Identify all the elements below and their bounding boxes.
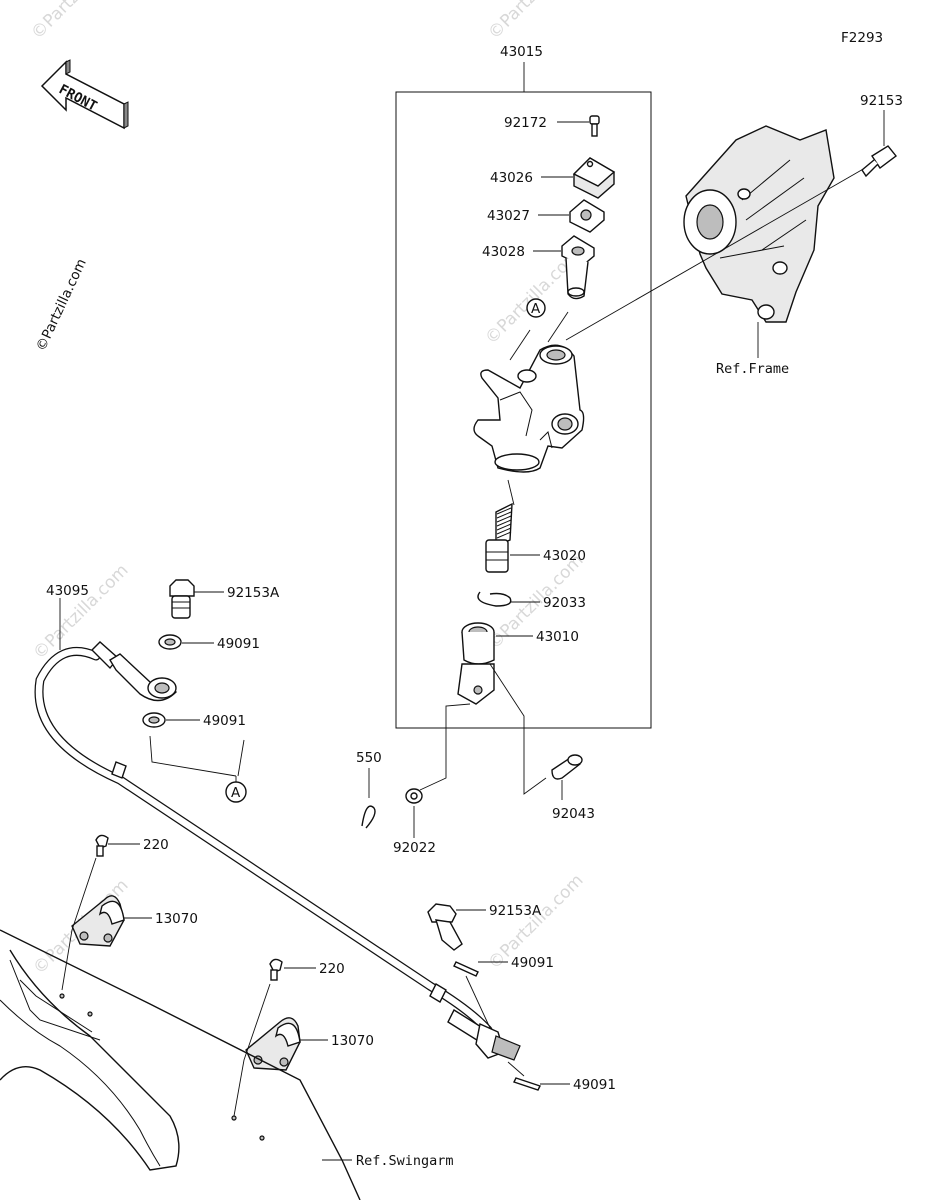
part-92153-bolt: 92153 xyxy=(860,93,903,178)
label-92022: 92022 xyxy=(393,840,436,856)
part-49091-bottom-washer-1: 49091 xyxy=(453,955,554,1029)
label-43010: 43010 xyxy=(536,629,579,645)
master-cylinder-body xyxy=(473,311,585,506)
part-550-cotter-pin: 550 xyxy=(356,750,382,829)
label-43027: 43027 xyxy=(487,208,530,224)
part-43095-brake-hose: 43095 xyxy=(34,583,521,1061)
part-43020-piston-assembly: 43020 xyxy=(485,502,586,573)
label-220-a: 220 xyxy=(143,837,169,853)
label-43095: 43095 xyxy=(46,583,89,599)
callout-a-top: A xyxy=(526,298,546,318)
watermark-text: ©Partzilla.com xyxy=(484,0,587,44)
part-220-screw-lower: 220 xyxy=(269,958,345,981)
label-92153A-bottom: 92153A xyxy=(489,903,542,919)
part-92022-washer: 92022 xyxy=(393,703,471,856)
label-43020: 43020 xyxy=(543,548,586,564)
diagram-code: F2293 xyxy=(841,30,883,46)
label-92153: 92153 xyxy=(860,93,903,109)
part-220-screw-upper: 220 xyxy=(95,834,169,857)
label-13070-b: 13070 xyxy=(331,1033,374,1049)
part-49091-top-washer-1: 49091 xyxy=(158,634,260,652)
part-92153A-top-banjo-bolt: 92153A xyxy=(169,579,280,619)
ref-frame-drawing: Ref.Frame xyxy=(565,125,873,377)
ref-swingarm-label: Ref.Swingarm xyxy=(356,1153,454,1169)
part-43028-reservoir-fitting: 43028 xyxy=(482,235,595,300)
label-92043: 92043 xyxy=(552,806,595,822)
label-43026: 43026 xyxy=(490,170,533,186)
label-92153A-top: 92153A xyxy=(227,585,280,601)
part-13070-hose-guide-lower: 13070 xyxy=(233,983,374,1117)
label-92033: 92033 xyxy=(543,595,586,611)
watermark-text: ©Partzilla.com xyxy=(27,0,130,44)
callout-a-label: A xyxy=(231,785,241,801)
label-43028: 43028 xyxy=(482,244,525,260)
front-arrow: FRONT xyxy=(40,59,129,130)
callout-a-label: A xyxy=(531,301,541,317)
ref-swingarm-drawing: Ref.Swingarm xyxy=(0,929,454,1200)
callout-a-bottom: A xyxy=(149,735,247,803)
label-550: 550 xyxy=(356,750,382,766)
part-13070-hose-guide-upper: 13070 xyxy=(61,857,198,991)
label-13070-a: 13070 xyxy=(155,911,198,927)
part-43027-diaphragm: 43027 xyxy=(487,199,605,233)
part-49091-top-washer-2: 49091 xyxy=(142,712,246,729)
part-43010-push-rod: 43010 xyxy=(457,622,579,705)
label-49091-a: 49091 xyxy=(217,636,260,652)
part-92033-circlip: 92033 xyxy=(477,591,586,611)
label-49091-c: 49091 xyxy=(511,955,554,971)
label-49091-b: 49091 xyxy=(203,713,246,729)
part-92172-screw: 92172 xyxy=(504,115,600,137)
label-220-b: 220 xyxy=(319,961,345,977)
watermarks: ©Partzilla.com ©Partzilla.com ©Partzilla… xyxy=(27,0,587,979)
part-92043-pin: 92043 xyxy=(489,663,595,822)
label-92172: 92172 xyxy=(504,115,547,131)
label-49091-d: 49091 xyxy=(573,1077,616,1093)
part-43026-reservoir-cap: 43026 xyxy=(490,157,616,199)
ref-frame-label: Ref.Frame xyxy=(716,361,789,377)
copyright-text: ©Partzilla.com xyxy=(33,256,90,353)
part-92153A-bottom-banjo-bolt: 92153A xyxy=(427,903,542,951)
label-43015: 43015 xyxy=(500,44,543,60)
assembly-bracket-43015: 43015 xyxy=(395,44,652,729)
part-49091-bottom-washer-2: 49091 xyxy=(507,1061,616,1093)
